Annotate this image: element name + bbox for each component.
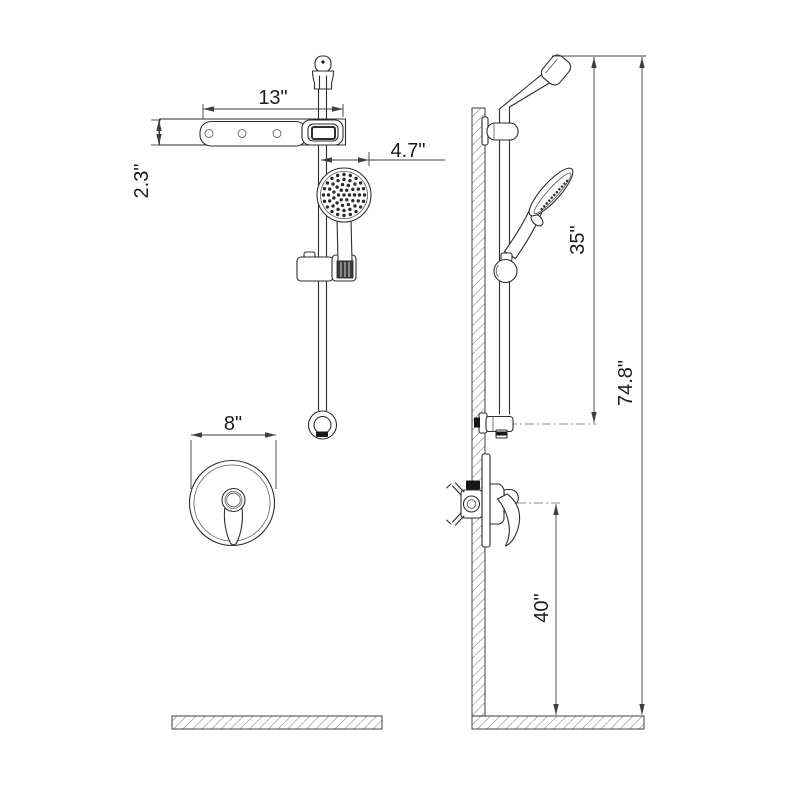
hand-shower-side: [493, 167, 574, 284]
valve-trim-plate-side: [481, 453, 491, 548]
dim-4-7in-label: 4.7": [391, 140, 426, 162]
dim-8in: 8": [190, 413, 277, 489]
dim-74-8in-label: 74.8": [615, 360, 637, 406]
slide-bar-rail-side: [498, 54, 572, 415]
shower-valve-side: [445, 453, 562, 548]
hand-shower-head-side: [528, 167, 574, 217]
rough-in-valve: [445, 480, 483, 526]
dim-40in-label: 40": [531, 593, 553, 622]
dim-8in-label: 8": [224, 413, 242, 435]
slider-holder-side: [493, 258, 518, 284]
slide-bar-top-bracket-side: [540, 54, 572, 86]
shelf-rail-clamp: [301, 119, 344, 146]
slide-bar-top-bracket-front: [311, 55, 335, 90]
dim-4-7in: 4.7": [321, 140, 445, 166]
hand-shower-handle-front: [336, 217, 353, 262]
floor-front: [171, 715, 383, 730]
hand-shower-front-nozzles: [321, 172, 367, 218]
dim-13in: 13": [202, 87, 344, 119]
wall-mount-arm-side: [481, 116, 519, 146]
dim-2-3in: 2.3": [131, 119, 162, 199]
valve-trim-front: [188, 459, 276, 547]
dim-2-3in-label: 2.3": [131, 164, 153, 199]
hand-shower-side-nozzles: [540, 179, 569, 211]
valve-lever-front: [223, 506, 244, 546]
dim-35in-label: 35": [567, 225, 589, 254]
hand-shower-front: [316, 167, 372, 279]
floor-side: [471, 715, 645, 730]
dim-13in-label: 13": [258, 87, 287, 109]
wall-section: [471, 107, 486, 717]
valve-lever-side: [496, 493, 521, 547]
dim-74-8in: 74.8": [615, 57, 645, 715]
slide-bar-bottom-cap-front: [307, 410, 338, 440]
side-view: 35" 74.8" 40": [445, 54, 646, 730]
front-view: 13" 2.3" 4.7" 8": [131, 55, 445, 730]
wall-outlet-side: [474, 412, 596, 439]
dim-35in: 35": [552, 55, 646, 423]
dim-40in: 40": [531, 504, 559, 715]
